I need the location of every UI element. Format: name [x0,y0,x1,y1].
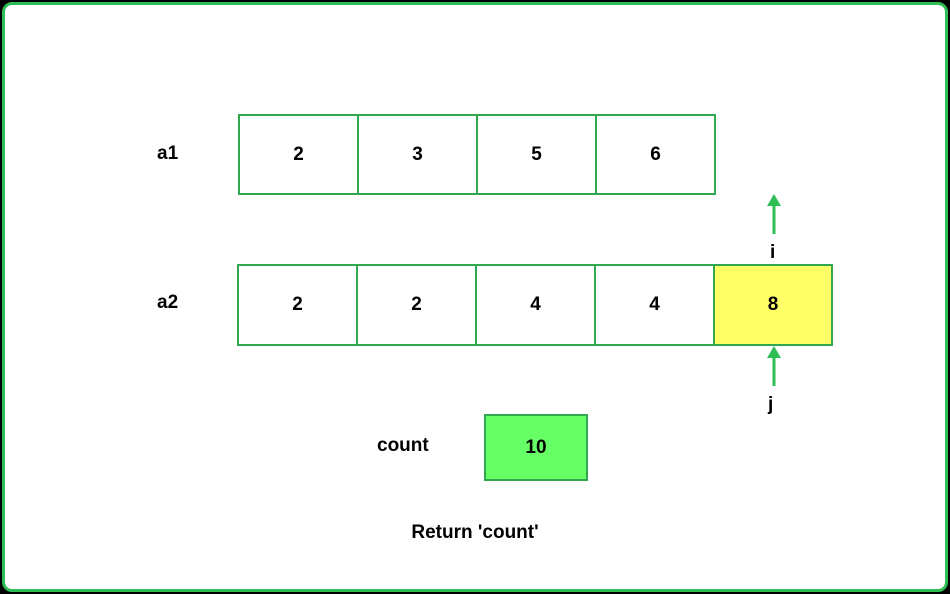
pointer-i-label: i [770,242,776,263]
a1-cell-0: 2 [238,114,359,195]
a2-cell-4-highlighted: 8 [713,264,833,346]
count-value-box: 10 [484,414,588,481]
a2-cell-3: 4 [594,264,715,346]
a2-cell-2: 4 [475,264,596,346]
pointer-j-label: j [768,394,774,415]
a1-cell-2: 5 [476,114,597,195]
label-a2: a2 [157,292,179,313]
a2-cell-0: 2 [237,264,358,346]
label-a1: a1 [157,143,179,164]
a1-cell-3: 6 [595,114,716,195]
pointer-i-arrow-icon [767,194,781,234]
label-count: count [377,435,429,456]
pointer-j-arrow-icon [767,346,781,386]
return-caption: Return 'count' [411,522,539,543]
a1-cell-1: 3 [357,114,478,195]
a2-cell-1: 2 [356,264,477,346]
